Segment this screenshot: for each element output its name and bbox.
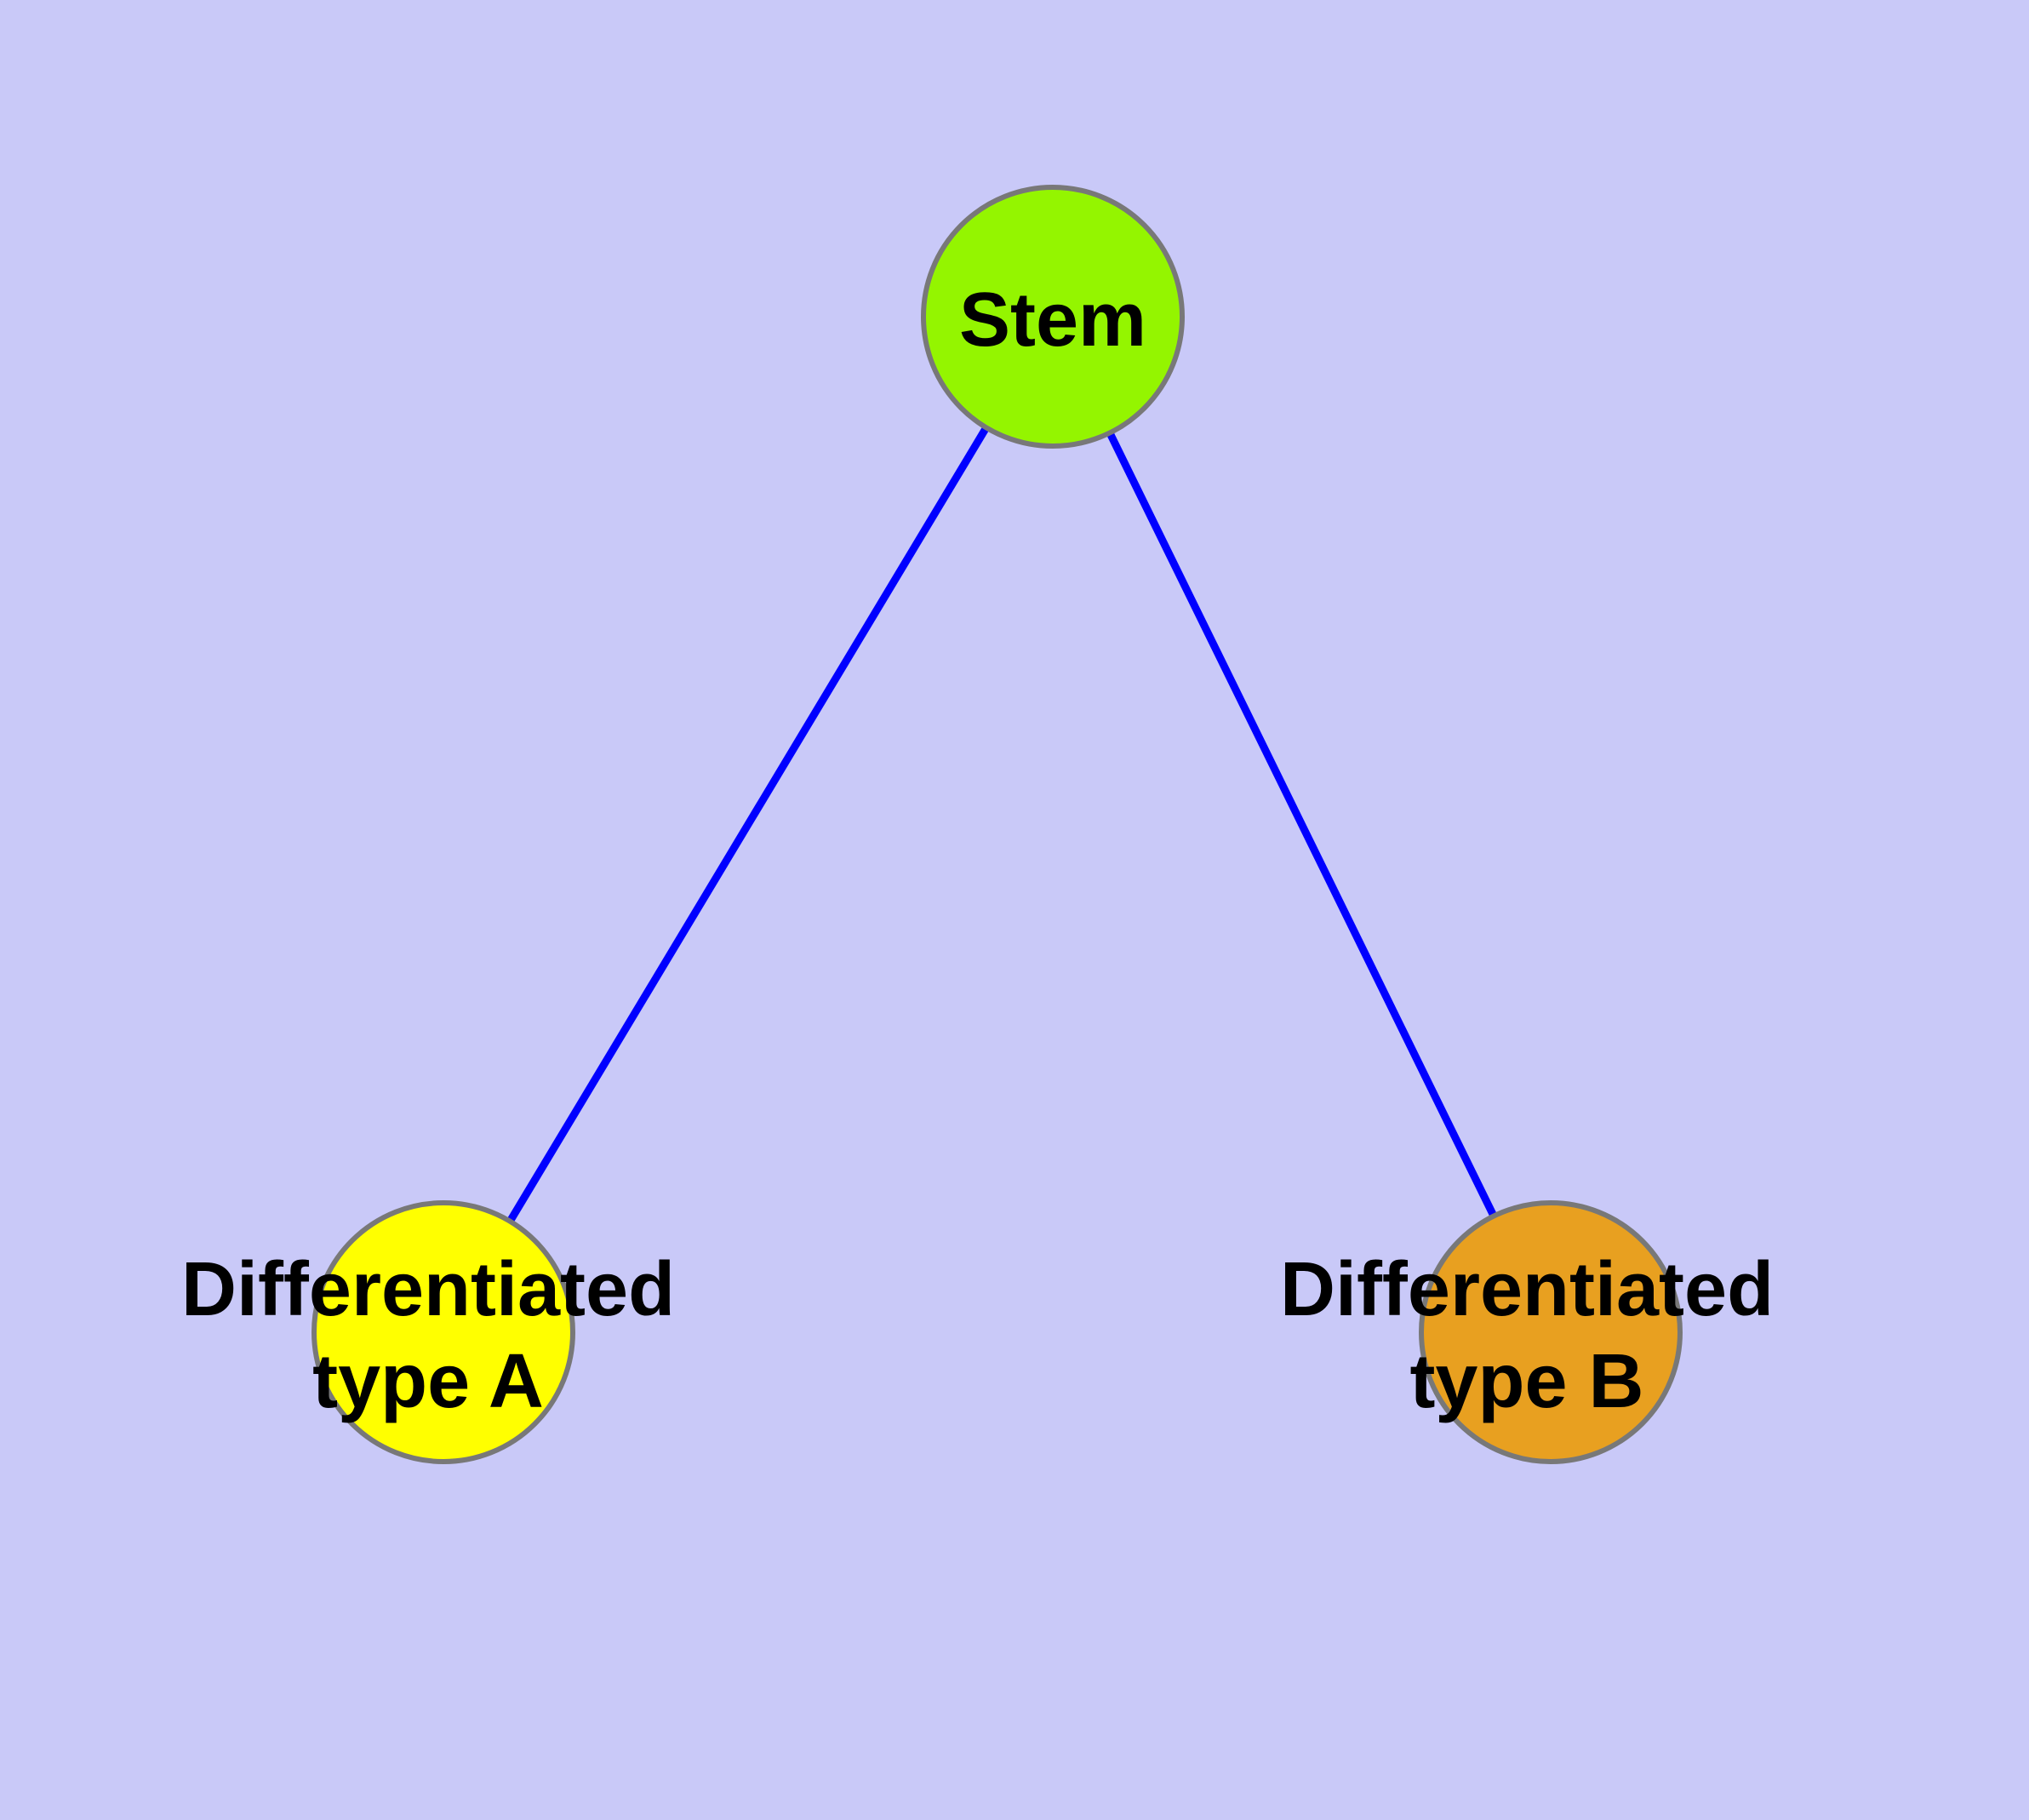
edges-layer (440, 314, 1555, 1335)
node-type-a-circle[interactable] (311, 1200, 575, 1464)
edge-stem-to-type-a (440, 314, 1056, 1335)
nodes-layer (311, 185, 1683, 1464)
edge-stem-to-type-b (1049, 315, 1555, 1334)
node-stem-circle[interactable] (921, 185, 1185, 449)
node-type-b-circle[interactable] (1419, 1200, 1683, 1464)
